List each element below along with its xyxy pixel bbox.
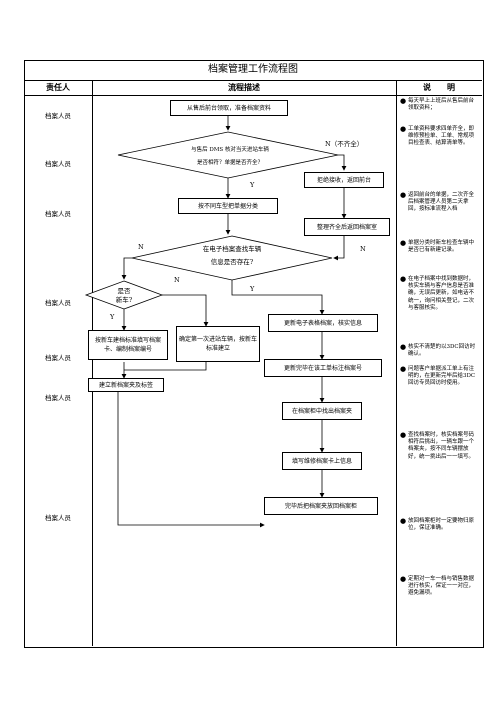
decision-text: 是否相符？单据是否齐全？	[196, 160, 263, 166]
role-label: 档案人员	[45, 394, 71, 402]
label-yes: Y	[250, 285, 255, 293]
note-item: ●核实不清楚的以3DC回访时确认。	[400, 343, 476, 358]
role-label: 档案人员	[45, 160, 71, 168]
decision-text: 与售后 DMS 核对当天进站车辆	[191, 147, 269, 153]
label-no: N	[174, 276, 180, 284]
step-find-folder: 在档案柜中找出档案夹	[282, 402, 362, 420]
label-yes: Y	[110, 313, 115, 321]
page-frame	[24, 60, 484, 648]
note-item: ●每天早上上班后从售后前台领取资料；	[400, 97, 475, 112]
decision-text: 新车?	[115, 296, 133, 304]
role-label: 档案人员	[45, 299, 71, 307]
note-item: ●查找档案时，核实档案号码相符后挑出，一辆车跟一个档案夹，按不同车辆摆放好，统一…	[400, 431, 475, 460]
column-divider	[92, 80, 93, 646]
role-label: 档案人员	[45, 514, 71, 522]
note-item: ●问题客户单据派工单上有注明的，在更新完毕后给3DC回访专员回访时使用。	[400, 365, 476, 387]
note-item: ●在电子档案中找到数据时，核实车辆与客户信息是否准确，无误后更新，如电话不统一，…	[400, 275, 475, 311]
step-new-folder: 建立新档案夹及标签	[88, 378, 164, 392]
step-return-archive: 整理齐全后返回档案室	[304, 218, 390, 236]
step-mark-archive-no: 更新完毕在该工单标注档案号	[264, 359, 382, 377]
label-yes: Y	[250, 181, 255, 189]
header-role: 责任人	[24, 80, 92, 96]
role-label: 档案人员	[45, 210, 71, 218]
label-incomplete: N（不齐全）	[325, 140, 364, 148]
label-no: N	[138, 243, 144, 251]
role-label: 档案人员	[45, 354, 71, 362]
note-item: ●工单资料要求四单齐全，即维修预检单、工单、常规项目检查表、结算清单等。	[400, 125, 475, 147]
step-update-spreadsheet: 更新电子表格档案，核实信息	[268, 314, 378, 332]
decision-text: 是否	[117, 287, 131, 295]
step-sort-by-model: 按不同车型把单据分类	[178, 198, 278, 214]
step-collect-documents: 从售后前台领取，准备档案资料	[170, 100, 288, 116]
label-no: N	[360, 245, 366, 253]
header-flow: 流程描述	[92, 80, 396, 96]
step-return-cabinet: 完毕后把档案夹放回档案柜	[264, 497, 378, 515]
note-item: ●放回档案柜时一定要物归原位，保证准确。	[400, 517, 475, 532]
page-title: 档案管理工作流程图	[24, 60, 482, 81]
note-item: ●返回前台的单据，二次齐全后档案管理人员第二天拿回，按标准流程入档	[400, 191, 475, 213]
note-item: ●定期对一车一档与销售数据进行核实，保证一一对应，避免漏项。	[400, 575, 475, 597]
step-new-car-card: 按新车建档标准填写档案卡、编制档案编号	[88, 330, 168, 360]
decision-text: 在电子档案查找车辆	[202, 245, 262, 253]
role-label: 档案人员	[45, 112, 71, 120]
column-divider	[396, 80, 397, 646]
note-item: ●单据分类时新车检查车辆中是否已有新建记录。	[400, 239, 475, 254]
header-desc: 说 明	[396, 80, 482, 96]
step-first-visit: 确定第一次进站车辆，按新车标准建立	[176, 326, 260, 362]
step-reject-return: 拒绝接收，返回前台	[304, 172, 384, 188]
decision-text: 信息是否存在?	[210, 258, 254, 266]
step-fill-card: 填写维修档案卡上信息	[282, 452, 362, 470]
